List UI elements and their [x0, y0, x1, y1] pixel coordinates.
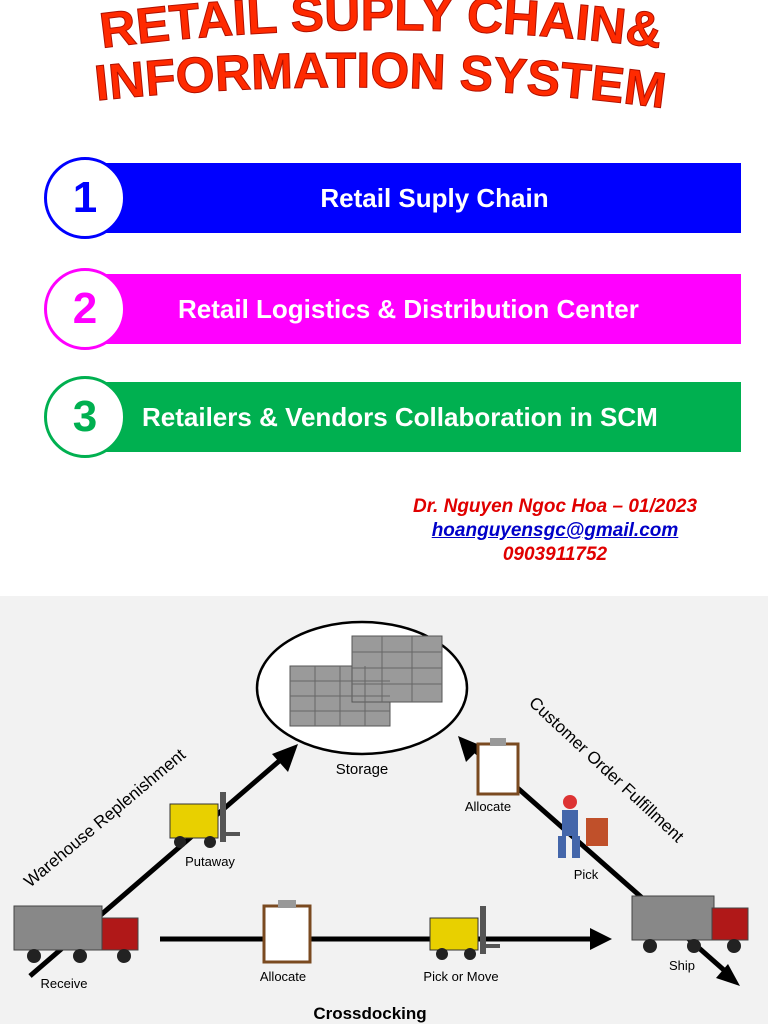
menu-number-2: 2: [44, 268, 126, 350]
menu-number-1: 1: [44, 157, 126, 239]
forklift-icon: [169, 792, 240, 848]
author-phone: 0903911752: [502, 544, 608, 565]
ship-label: Ship: [669, 958, 695, 973]
menu-item-retailers-vendors[interactable]: Retailers & Vendors Collaboration in SCM: [88, 382, 741, 452]
allocate-top-label: Allocate: [465, 799, 511, 814]
forklift-bottom-icon: [429, 906, 500, 960]
worker-with-handtruck-icon: [558, 795, 608, 858]
clipboard-bottom-icon: [262, 900, 312, 964]
arrowhead-left-icon: [458, 736, 482, 762]
clipboard-icon: [476, 738, 520, 796]
ship-truck-icon: [631, 895, 749, 953]
menu-item-retail-logistics[interactable]: Retail Logistics & Distribution Center: [88, 274, 741, 344]
arrowhead-ship-icon: [716, 964, 740, 986]
menu-item-label: Retailers & Vendors Collaboration in SCM: [142, 401, 658, 432]
receive-label: Receive: [41, 976, 88, 991]
menu-item-retail-supply-chain[interactable]: Retail Suply Chain: [88, 163, 741, 233]
putaway-label: Putaway: [185, 854, 235, 869]
storage-racks-icon: [289, 635, 443, 727]
storage-label: Storage: [336, 761, 389, 778]
menu-number-3: 3: [44, 376, 126, 458]
receive-truck-icon: [13, 905, 139, 963]
menu-item-label: Retail Logistics & Distribution Center: [178, 293, 639, 324]
title-line-1: RETAIL SUPLY CHAIN&: [97, 0, 666, 59]
pick-or-move-label: Pick or Move: [423, 969, 498, 984]
pick-label: Pick: [574, 867, 599, 882]
warehouse-flow-diagram: Storage Warehouse Replenishment Customer…: [0, 596, 768, 1024]
crossdocking-label: Crossdocking: [313, 1004, 426, 1023]
author-info: Dr. Nguyen Ngoc Hoa – 01/2023 hoanguyens…: [385, 495, 725, 567]
page-title: RETAIL SUPLY CHAIN& INFORMATION SYSTEM: [91, 0, 669, 120]
author-email-link[interactable]: hoanguyensgc@gmail.com: [431, 520, 679, 541]
arrowhead-up-icon: [272, 744, 298, 772]
allocate-bottom-label: Allocate: [260, 969, 306, 984]
arrowhead-right-icon: [590, 928, 612, 950]
author-name: Dr. Nguyen Ngoc Hoa – 01/2023: [412, 496, 698, 517]
menu-item-label: Retail Suply Chain: [320, 182, 549, 213]
title-line-2: INFORMATION SYSTEM: [92, 42, 669, 119]
